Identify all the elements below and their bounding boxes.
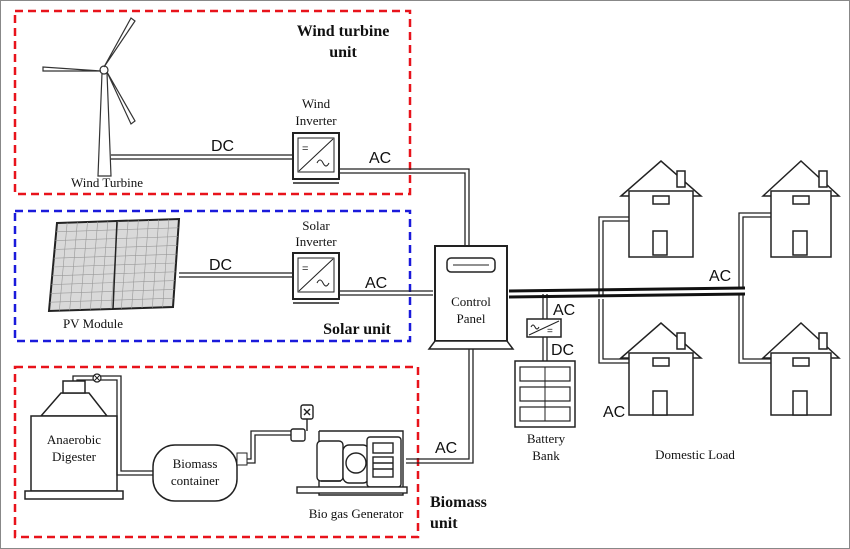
control-panel-label-line1: Control: [451, 294, 491, 309]
wind-turbine-icon: [42, 17, 136, 177]
battery-bank-label-line1: Battery: [527, 431, 566, 446]
anaerobic-digester-icon: [24, 380, 124, 500]
load-ac-left-label: AC: [603, 404, 625, 421]
house-top-right: [761, 159, 841, 258]
biogas-generator-label: Bio gas Generator: [309, 506, 404, 521]
wires: [111, 154, 771, 464]
wind-turbine-label: Wind Turbine: [71, 175, 143, 190]
wind-inverter-label-line1: Wind: [302, 96, 331, 111]
biomass-container-icon: [152, 444, 248, 502]
biomass-unit-title-line1: Biomass: [430, 494, 487, 511]
solar-ac-label: AC: [365, 275, 387, 292]
pv-module-label: PV Module: [63, 316, 123, 331]
biogas-generator-icon: [290, 404, 408, 496]
solar-dc-label: DC: [209, 257, 232, 274]
solar-unit-title: Solar unit: [323, 321, 391, 338]
battery-inverter-icon: =: [526, 318, 562, 338]
svg-text:=: =: [302, 263, 308, 275]
load-ac-top-label: AC: [709, 268, 731, 285]
wind-unit-title-line1: Wind turbine: [297, 23, 390, 40]
wind-inverter-label-line2: Inverter: [295, 113, 337, 128]
pv-module-icon: [47, 217, 181, 313]
battery-dc-label: DC: [551, 342, 574, 359]
anaerobic-digester-label-line1: Anaerobic: [47, 432, 101, 447]
biomass-unit-title-line2: unit: [430, 515, 458, 532]
domestic-load-label: Domestic Load: [655, 447, 735, 462]
biomass-ac-label: AC: [435, 440, 457, 457]
svg-text:=: =: [302, 143, 308, 155]
solar-inverter-label-line2: Inverter: [295, 234, 337, 249]
wind-inverter-icon: =: [292, 132, 340, 184]
solar-inverter-label-line1: Solar: [302, 218, 330, 233]
wind-unit-box: [13, 9, 412, 196]
battery-bank-label-line2: Bank: [532, 448, 560, 463]
control-panel-label-line2: Panel: [457, 311, 486, 326]
battery-bank-icon: [514, 360, 576, 428]
solar-unit-box: [13, 209, 412, 343]
wind-unit-title-line2: unit: [329, 44, 357, 61]
wind-ac-label: AC: [369, 150, 391, 167]
main-ac-bus: [508, 286, 746, 299]
solar-inverter-icon: =: [292, 252, 340, 304]
biomass-container-label-line2: container: [171, 473, 220, 488]
anaerobic-digester-label-line2: Digester: [52, 449, 97, 464]
house-bottom-right: [761, 321, 841, 416]
valve-icon: [92, 373, 102, 383]
house-top-left: [619, 160, 703, 258]
control-panel-icon: [427, 245, 515, 350]
biomass-unit-box: [13, 365, 420, 539]
wind-dc-label: DC: [211, 138, 234, 155]
house-bottom-left: [619, 322, 703, 416]
battery-ac-label: AC: [553, 302, 575, 319]
svg-text:=: =: [547, 326, 553, 337]
biomass-container-label-line1: Biomass: [173, 456, 218, 471]
